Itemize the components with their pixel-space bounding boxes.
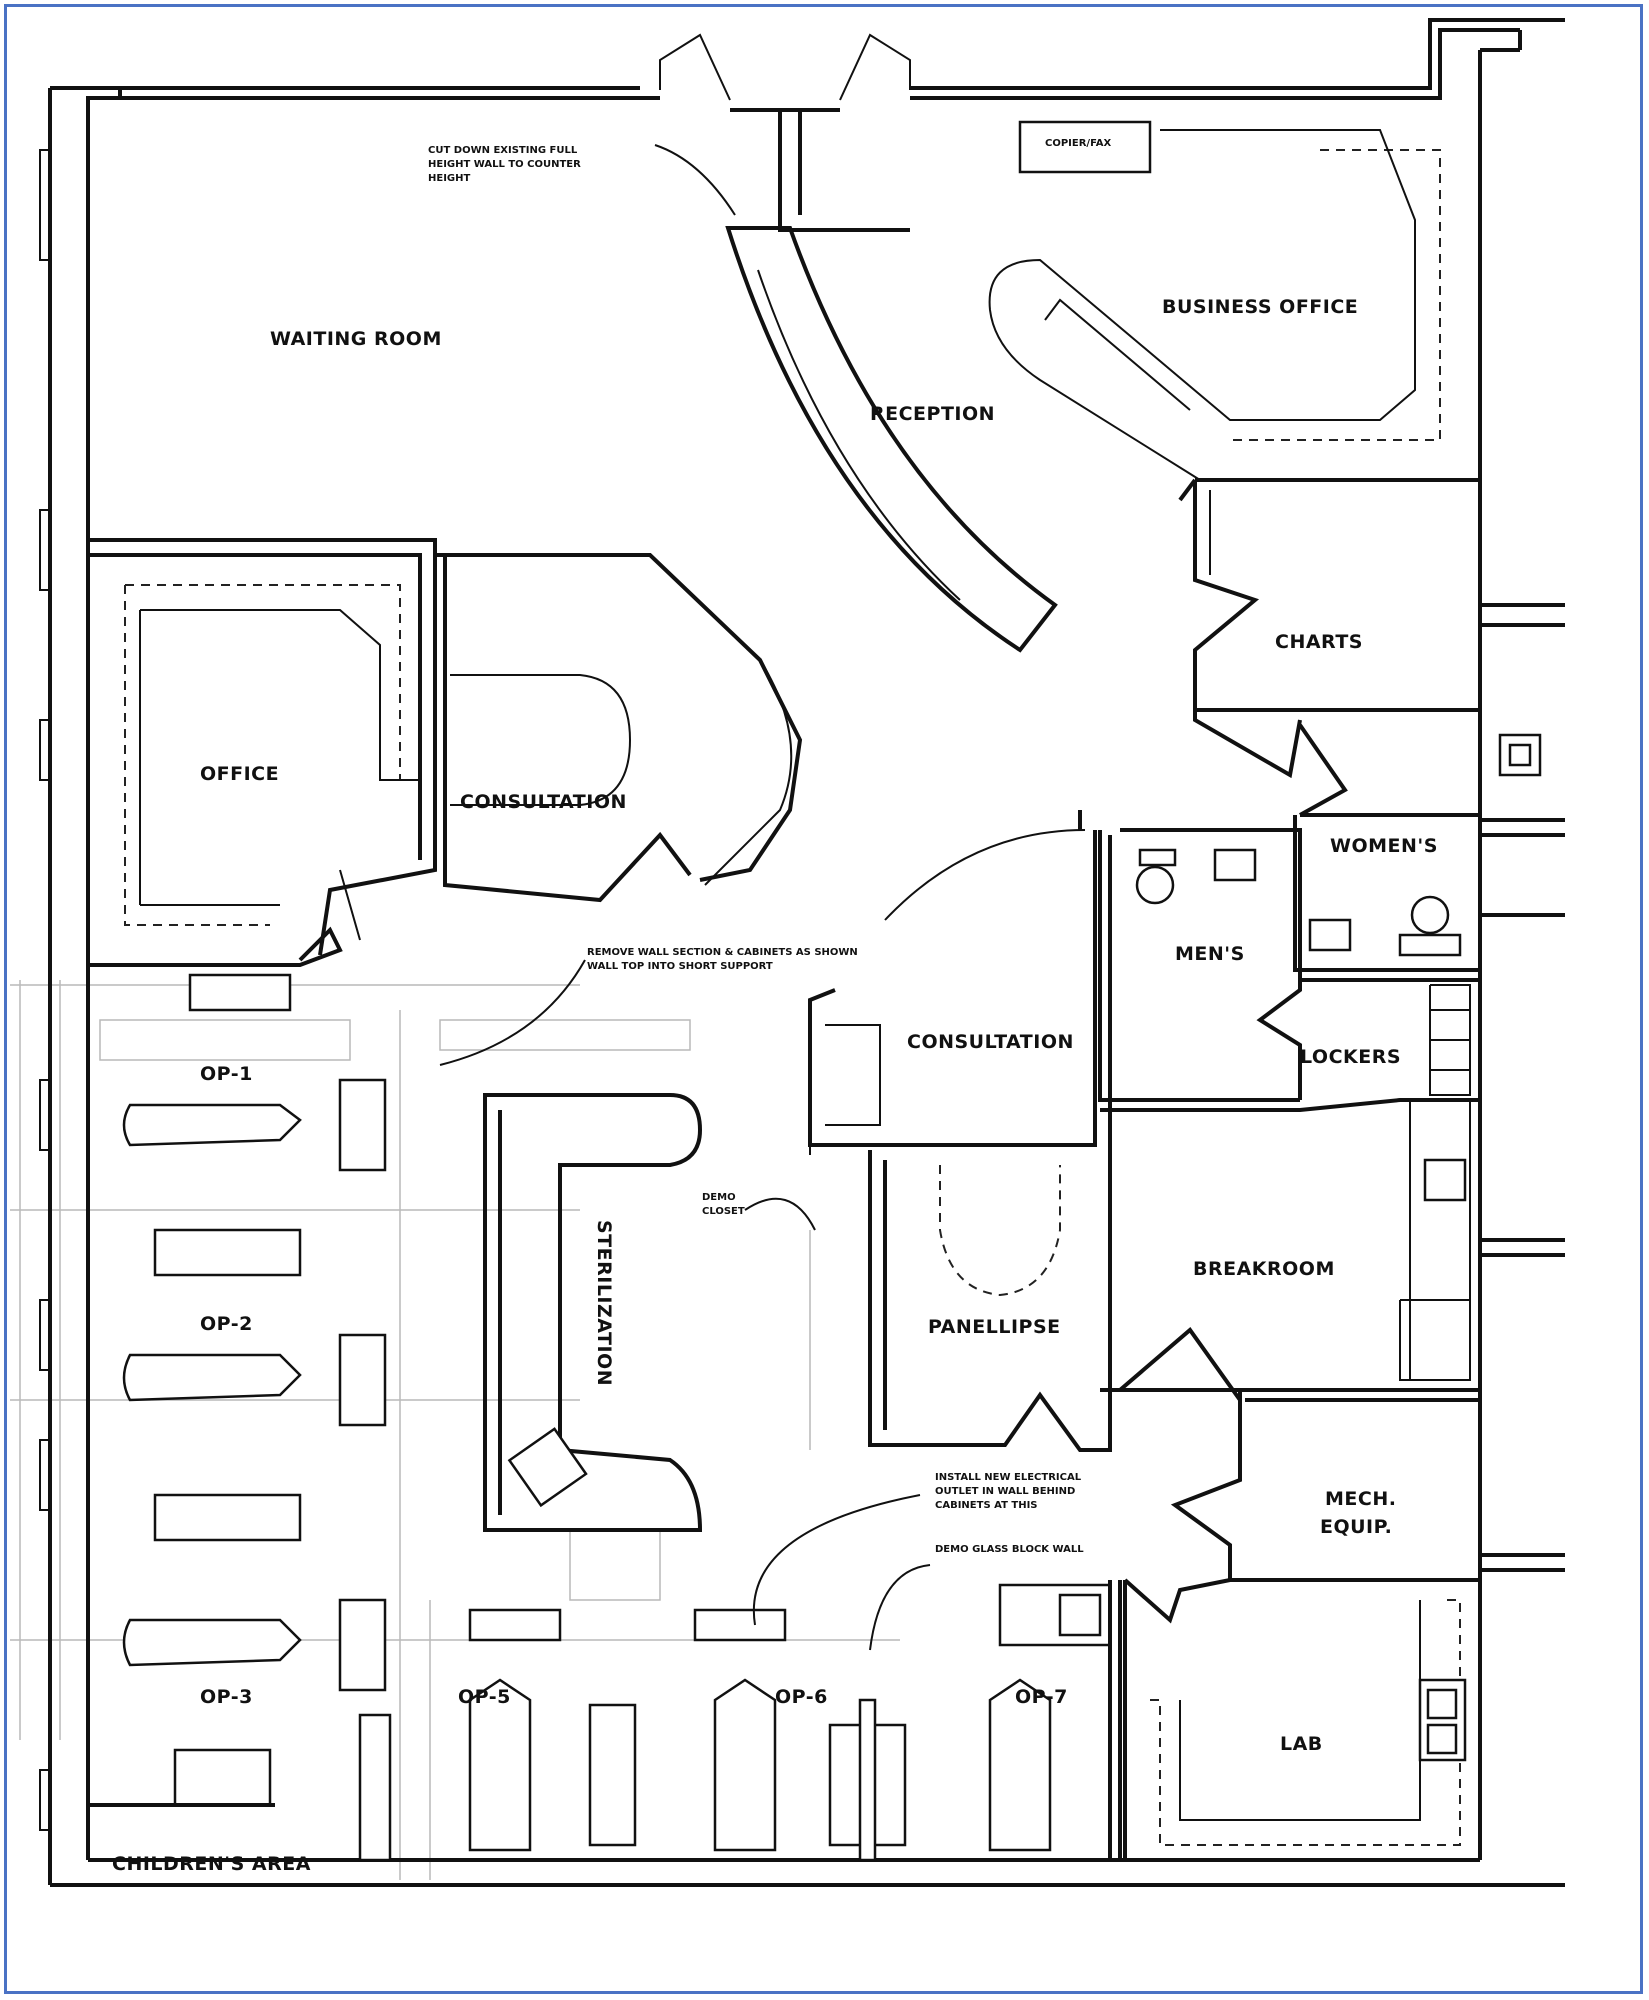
- office: [88, 538, 437, 1012]
- label-business-office: BUSINESS OFFICE: [1162, 296, 1358, 318]
- label-op1: OP-1: [200, 1063, 253, 1085]
- entry-doors: [659, 33, 911, 232]
- label-lockers: LOCKERS: [1300, 1046, 1401, 1068]
- label-op2: OP-2: [200, 1313, 253, 1335]
- label-op7: OP-7: [1015, 1686, 1068, 1708]
- children-area-furniture: [88, 1713, 392, 1862]
- note-install-3: CABINETS AT THIS: [935, 1500, 1038, 1511]
- op-3-chair: [122, 1598, 387, 1692]
- op-2-chair: [122, 1333, 387, 1542]
- ghost-grid: [10, 980, 900, 1880]
- label-breakroom: BREAKROOM: [1193, 1258, 1335, 1280]
- label-panellipse: PANELLIPSE: [928, 1316, 1061, 1338]
- consultation-1: [435, 553, 803, 903]
- label-childrens-area: CHILDREN'S AREA: [112, 1853, 311, 1875]
- mech-equipment-room: [1170, 1398, 1480, 1582]
- womens-restroom: [1293, 723, 1542, 972]
- label-office: OFFICE: [200, 763, 279, 785]
- note-cut-down-2: HEIGHT WALL TO COUNTER: [428, 159, 581, 170]
- leader-lines: [439, 144, 931, 1651]
- exterior-walls: [39, 18, 1565, 1887]
- op-6-chair: [693, 1608, 907, 1862]
- label-sterilization: STERILIZATION: [593, 1220, 615, 1386]
- note-remove-wall-1: REMOVE WALL SECTION & CABINETS AS SHOWN: [587, 947, 858, 958]
- reception-counter: [725, 226, 1058, 653]
- panellipse-room: [809, 1145, 1112, 1452]
- label-womens: WOMEN'S: [1330, 835, 1438, 857]
- label-op3: OP-3: [200, 1686, 253, 1708]
- plan-notes: CUT DOWN EXISTING FULL HEIGHT WALL TO CO…: [428, 145, 1084, 1555]
- label-mech: MECH.: [1325, 1488, 1396, 1510]
- note-install-1: INSTALL NEW ELECTRICAL: [935, 1472, 1082, 1483]
- label-op5: OP-5: [458, 1686, 511, 1708]
- room-labels: WAITING ROOM RECEPTION BUSINESS OFFICE C…: [112, 138, 1438, 1875]
- label-reception: RECEPTION: [870, 403, 995, 425]
- note-install-2: OUTLET IN WALL BEHIND: [935, 1486, 1075, 1497]
- note-demo-glass: DEMO GLASS BLOCK WALL: [935, 1544, 1084, 1555]
- consultation-2: [808, 829, 1112, 1150]
- business-office: [988, 120, 1441, 481]
- corridor-walls: [1078, 478, 1302, 830]
- label-consultation-2: CONSULTATION: [907, 1031, 1074, 1053]
- op-1-chair: [122, 1078, 387, 1277]
- label-op6: OP-6: [775, 1686, 828, 1708]
- label-equip: EQUIP.: [1320, 1516, 1392, 1538]
- op-5-chair: [468, 1608, 637, 1852]
- breakroom: [1100, 1098, 1480, 1407]
- lockers: [1300, 978, 1480, 1096]
- note-cut-down-3: HEIGHT: [428, 173, 470, 184]
- charts-room: [1193, 478, 1480, 712]
- label-waiting-room: WAITING ROOM: [270, 328, 442, 350]
- op-7-chair: [988, 1580, 1122, 1860]
- note-demo-closet-1: DEMO: [702, 1192, 736, 1203]
- label-copier-fax: COPIER/FAX: [1045, 138, 1111, 149]
- lab: [1123, 1578, 1467, 1860]
- label-consultation-1: CONSULTATION: [460, 791, 627, 813]
- note-cut-down-1: CUT DOWN EXISTING FULL: [428, 145, 578, 156]
- mens-restroom: [1098, 828, 1302, 1102]
- label-charts: CHARTS: [1275, 631, 1363, 653]
- note-remove-wall-2: WALL TOP INTO SHORT SUPPORT: [587, 961, 773, 972]
- note-demo-closet-2: CLOSET: [702, 1206, 745, 1217]
- label-lab: LAB: [1280, 1733, 1323, 1755]
- sterilization: [483, 1093, 703, 1532]
- label-mens: MEN'S: [1175, 943, 1245, 965]
